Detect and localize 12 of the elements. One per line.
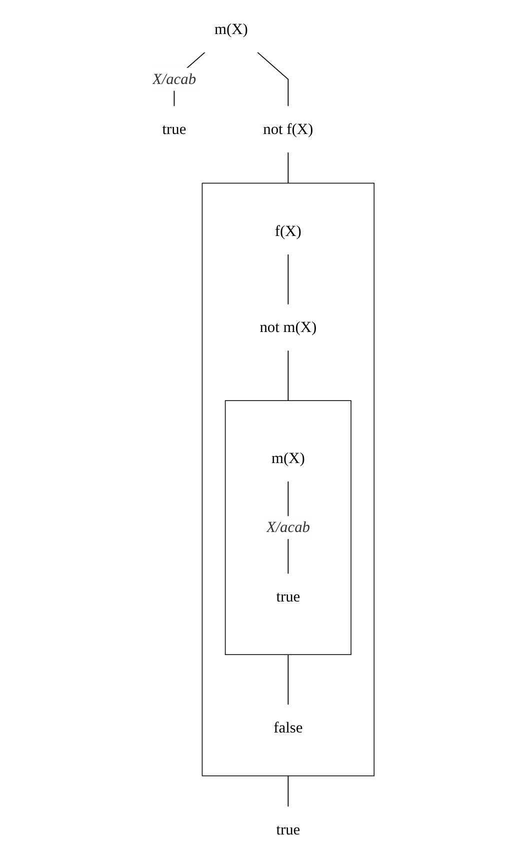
node-text: not f(X): [263, 120, 314, 138]
node-text: false: [273, 719, 303, 736]
node-text: true: [276, 821, 300, 838]
connector: [256, 52, 288, 107]
cluster: [202, 182, 374, 776]
node-text: m(X): [214, 20, 248, 38]
node-text: true: [162, 120, 186, 138]
cluster: [224, 400, 352, 655]
node-text: f(X): [274, 222, 302, 240]
node-text: not m(X): [260, 319, 316, 336]
node-text: m(X): [271, 450, 305, 467]
node-text: true: [276, 588, 300, 606]
